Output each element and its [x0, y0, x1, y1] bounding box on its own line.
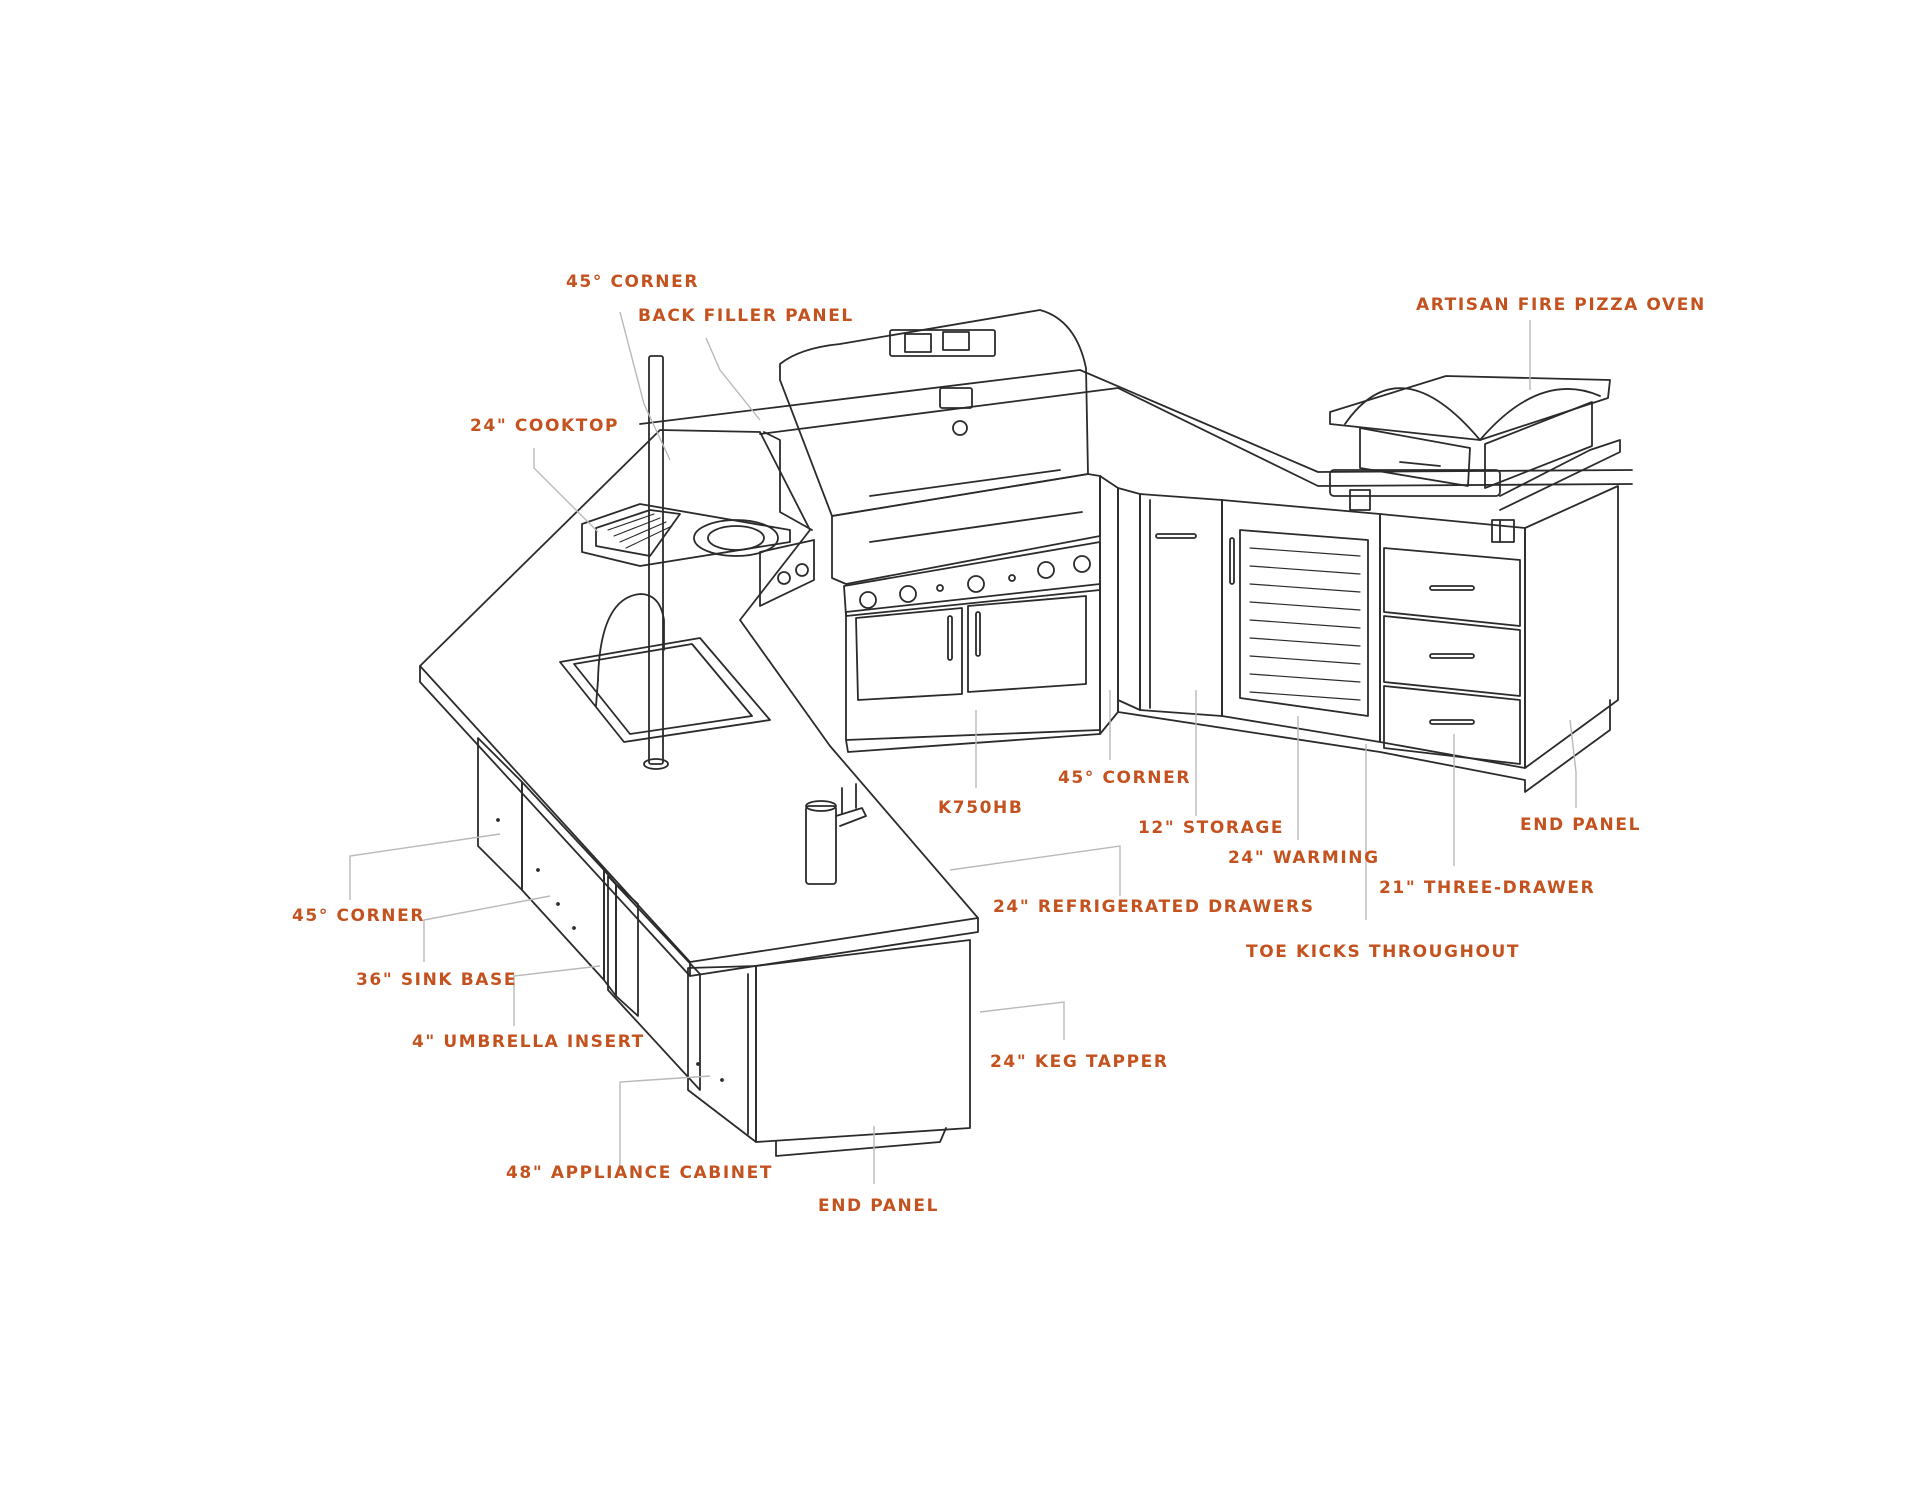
leader-corner-left [349, 833, 501, 900]
label-45-corner-top: 45° CORNER [566, 272, 700, 292]
label-48-appliance-cabinet: 48" APPLIANCE CABINET [506, 1163, 774, 1183]
leader-sink-base [423, 895, 551, 962]
label-end-panel-bottom: END PANEL [818, 1196, 939, 1216]
leader-cooktop [533, 448, 599, 533]
label-24-cooktop: 24" COOKTOP [470, 416, 620, 436]
label-24-keg-tapper: 24" KEG TAPPER [990, 1052, 1169, 1072]
right-cabinet-run [1117, 485, 1619, 793]
leader-corner-top [619, 311, 671, 461]
island-countertop [419, 429, 979, 977]
grill-drawing [763, 309, 1119, 753]
leader-umbrella [513, 965, 601, 1026]
island-cabinets [477, 737, 971, 1157]
drawer-handle-2 [1429, 653, 1475, 659]
umbrella-pole [643, 355, 669, 770]
leader-keg-tapper [979, 1001, 1065, 1040]
label-24-refrigerated-drawers: 24" REFRIGERATED DRAWERS [993, 897, 1315, 917]
cooktop-drawing [581, 503, 815, 607]
label-toe-kicks-throughout: TOE KICKS THROUGHOUT [1246, 942, 1521, 962]
leader-appliance [619, 1075, 711, 1168]
pizza-oven-drawing [1329, 375, 1621, 543]
label-45-corner-left: 45° CORNER [292, 906, 426, 926]
leader-refrigerated [949, 845, 1121, 896]
label-artisan-fire-pizza-oven: ARTISAN FIRE PIZZA OVEN [1416, 295, 1706, 315]
warming-handle [1229, 537, 1235, 585]
sink-drawing [559, 593, 771, 743]
leader-back-filler [705, 337, 761, 421]
label-45-corner-mid: 45° CORNER [1058, 768, 1192, 788]
label-end-panel-right: END PANEL [1520, 815, 1641, 835]
warming-louvers [1249, 547, 1361, 701]
leader-end-panel-right [1569, 719, 1577, 808]
label-k750hb: K750HB [938, 798, 1024, 818]
label-21-three-drawer: 21" THREE-DRAWER [1379, 878, 1596, 898]
drawer-handle-1 [1429, 585, 1475, 591]
label-24-warming: 24" WARMING [1228, 848, 1380, 868]
label-12-storage: 12" STORAGE [1138, 818, 1285, 838]
label-back-filler-panel: BACK FILLER PANEL [638, 306, 854, 326]
leader-lines [349, 311, 1577, 1184]
label-4-umbrella-insert: 4" UMBRELLA INSERT [412, 1032, 645, 1052]
keg-tapper-drawing [805, 783, 867, 885]
storage-handle [1155, 533, 1197, 539]
back-countertop [639, 369, 1633, 487]
drawer-handle-3 [1429, 719, 1475, 725]
label-36-sink-base: 36" SINK BASE [356, 970, 518, 990]
